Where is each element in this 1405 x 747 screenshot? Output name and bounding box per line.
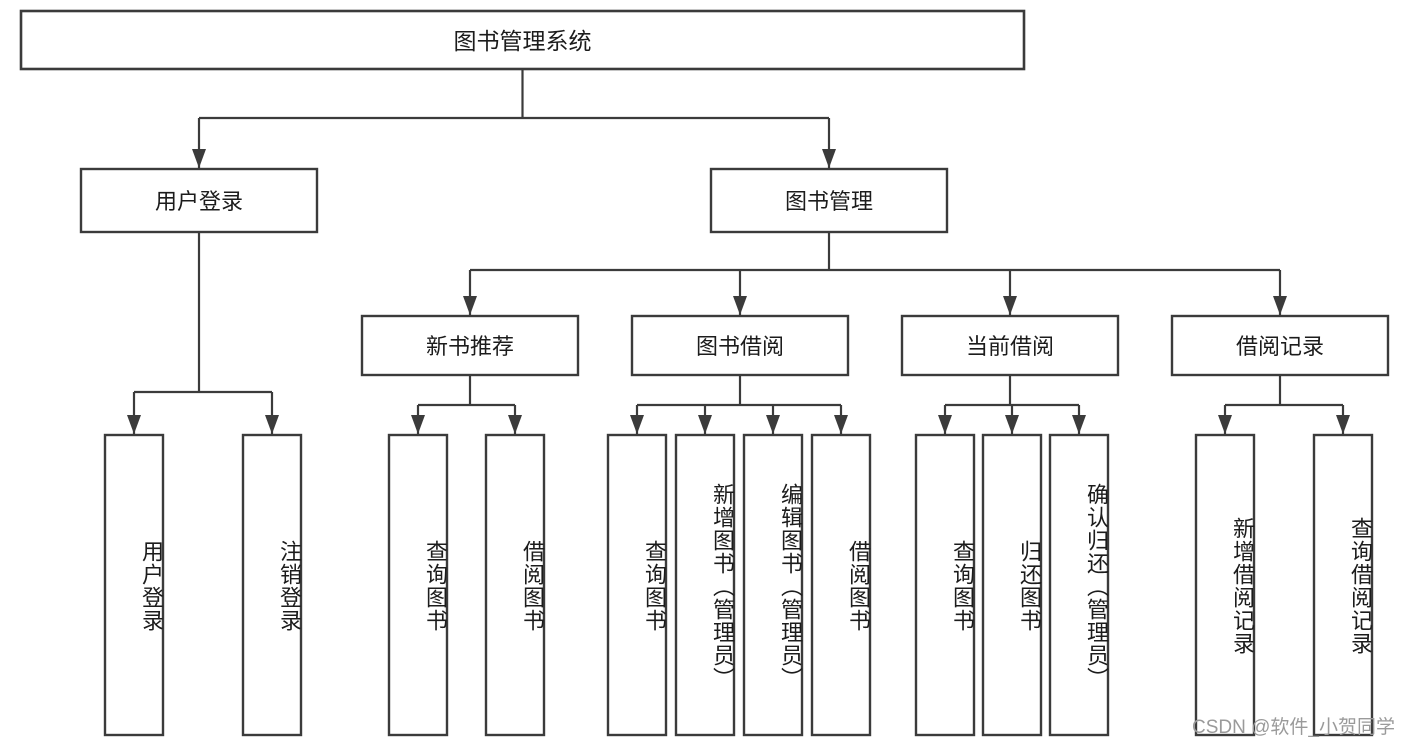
node-box-leaf-user-login[interactable] — [103, 433, 165, 737]
node-box-book-manage[interactable] — [709, 167, 949, 234]
node-box-leaf-borrow-book-2[interactable] — [810, 433, 872, 737]
arrowhead — [1336, 415, 1350, 434]
arrowhead — [766, 415, 780, 434]
connector-group-root — [192, 69, 836, 168]
node-label-borrow-record: 借阅记录 — [1236, 334, 1324, 359]
node-label-new-book-recommend: 新书推荐 — [426, 334, 514, 359]
watermark-text: CSDN @软件_小贺同学 — [1192, 717, 1395, 738]
arrowhead — [463, 296, 477, 315]
arrowhead — [127, 415, 141, 434]
node-box-new-book-recommend[interactable] — [360, 314, 580, 377]
node-box-leaf-borrow-book-1[interactable] — [484, 433, 546, 737]
node-box-root[interactable] — [19, 9, 1026, 71]
connector-group-book-manage — [463, 232, 1287, 315]
node-box-leaf-return-book[interactable] — [981, 433, 1043, 737]
connector-group-borrow-record — [1218, 375, 1350, 434]
node-box-leaf-query-book-2[interactable] — [606, 433, 668, 737]
arrowhead — [630, 415, 644, 434]
node-box-leaf-query-record[interactable] — [1312, 433, 1374, 737]
node-box-borrow-record[interactable] — [1170, 314, 1390, 377]
arrowhead — [411, 415, 425, 434]
node-label-user-login: 用户登录 — [155, 189, 243, 214]
node-box-book-borrow[interactable] — [630, 314, 850, 377]
connector-layer — [127, 69, 1350, 434]
connector-group-book-borrow — [630, 375, 848, 434]
node-box-leaf-add-record[interactable] — [1194, 433, 1256, 737]
connector-group-user-login — [127, 232, 279, 434]
arrowhead — [1273, 296, 1287, 315]
arrowhead — [698, 415, 712, 434]
node-layer — [19, 9, 1390, 737]
node-box-leaf-add-book[interactable] — [674, 433, 736, 737]
node-label-root: 图书管理系统 — [454, 28, 592, 54]
arrowhead — [1003, 296, 1017, 315]
node-box-leaf-query-book-1[interactable] — [387, 433, 449, 737]
arrowhead — [265, 415, 279, 434]
arrowhead — [822, 149, 836, 168]
arrowhead — [834, 415, 848, 434]
arrowhead — [508, 415, 522, 434]
node-label-book-manage: 图书管理 — [785, 189, 873, 214]
arrowhead — [733, 296, 747, 315]
connector-group-current-borrow — [938, 375, 1086, 434]
arrowhead — [1005, 415, 1019, 434]
node-box-leaf-user-logout[interactable] — [241, 433, 303, 737]
node-label-current-borrow: 当前借阅 — [966, 334, 1054, 359]
node-box-leaf-confirm-return[interactable] — [1048, 433, 1110, 737]
node-box-user-login[interactable] — [79, 167, 319, 234]
node-box-leaf-query-book-3[interactable] — [914, 433, 976, 737]
node-label-book-borrow: 图书借阅 — [696, 334, 784, 359]
arrowhead — [938, 415, 952, 434]
node-box-current-borrow[interactable] — [900, 314, 1120, 377]
connector-group-new-book-recommend — [411, 375, 522, 434]
arrowhead — [1072, 415, 1086, 434]
arrowhead — [1218, 415, 1232, 434]
node-box-leaf-edit-book[interactable] — [742, 433, 804, 737]
arrowhead — [192, 149, 206, 168]
